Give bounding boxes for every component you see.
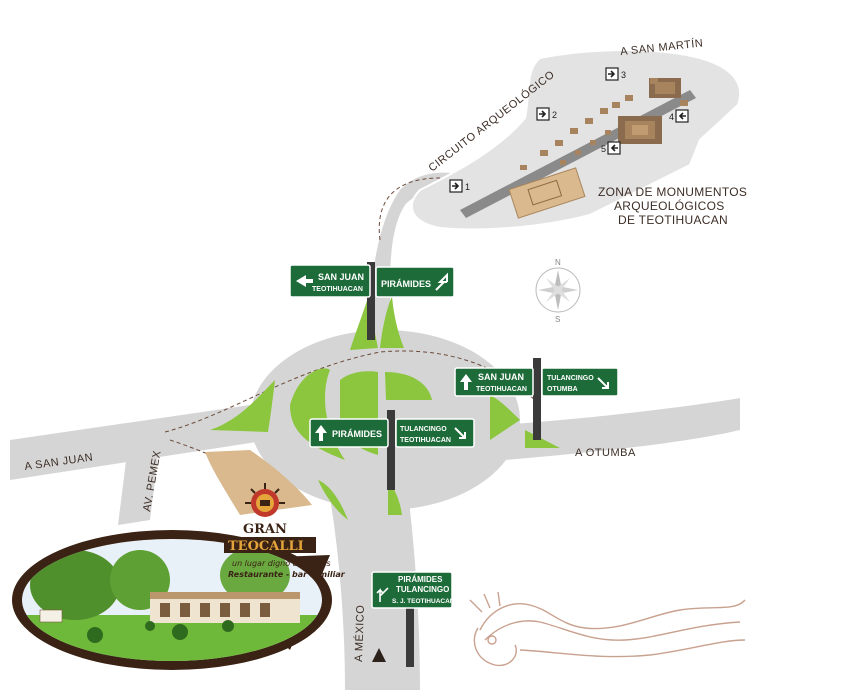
arrow-fork-icon bbox=[376, 587, 389, 602]
island-left bbox=[210, 380, 275, 432]
island-bottom-left bbox=[318, 480, 348, 520]
sign-bottom-panel bbox=[371, 571, 453, 609]
compass-south: S bbox=[555, 315, 560, 324]
road-av-pemex bbox=[118, 440, 160, 525]
sign-top-right-panel bbox=[375, 266, 455, 298]
island-right bbox=[490, 395, 520, 440]
entrance-2[interactable]: 2 bbox=[536, 107, 557, 121]
serpent-decoration bbox=[469, 591, 746, 667]
pyramid-sun bbox=[618, 116, 662, 144]
entrance-5[interactable]: 5 bbox=[601, 141, 621, 155]
arrow-to-mexico bbox=[372, 648, 386, 662]
label-zone-1: ZONA DE MONUMENTOS bbox=[598, 185, 747, 199]
sign-center: PIRÁMIDES TULANCINGO TEOTIHUACAN bbox=[309, 410, 475, 490]
sign-right-left-line2: TEOTIHUACAN bbox=[476, 386, 527, 393]
sign-center-right-line1: TULANCINGO bbox=[400, 426, 447, 433]
entrance-1[interactable]: 1 bbox=[449, 179, 470, 193]
ciudadela-inner bbox=[527, 179, 563, 206]
sign-right-left-panel bbox=[454, 367, 534, 397]
sign-center-right-line2: TEOTIHUACAN bbox=[400, 437, 451, 444]
sign-bottom-line1: PIRÁMIDES bbox=[398, 575, 443, 584]
sign-right-pole bbox=[533, 358, 541, 440]
sign-center-pole bbox=[387, 410, 395, 490]
sign-center-left-panel bbox=[309, 418, 389, 448]
svg-text:1: 1 bbox=[465, 182, 470, 192]
restaurant-logo: GRAN TEOCALLI un lugar digno de dioses R… bbox=[224, 483, 346, 579]
road-a-san-juan bbox=[10, 405, 270, 480]
svg-text:5: 5 bbox=[601, 144, 606, 154]
label-a-otumba: A OTUMBA bbox=[575, 447, 636, 459]
small-structures bbox=[520, 78, 688, 170]
restaurant-name-line2: TEOCALLI bbox=[228, 539, 304, 554]
sign-right-right-line1: TULANCINGO bbox=[547, 375, 594, 382]
topiary-4 bbox=[145, 621, 155, 631]
arrow-up-icon-2 bbox=[315, 425, 327, 441]
restaurant-inset bbox=[12, 530, 332, 670]
island-center-right bbox=[385, 372, 432, 400]
tree-left bbox=[30, 550, 120, 620]
arrow-left-icon bbox=[296, 275, 313, 287]
topiary-1 bbox=[87, 627, 103, 643]
road-to-pyramids bbox=[365, 172, 482, 355]
arrow-down-right-icon bbox=[597, 377, 609, 389]
island-top-right bbox=[380, 296, 404, 348]
sign-right: SAN JUAN TEOTIHUACAN TULANCINGO OTUMBA bbox=[454, 358, 619, 440]
sign-top-right-text: PIRÁMIDES bbox=[381, 279, 431, 289]
ciudadela bbox=[508, 167, 586, 219]
sign-bottom-line2: TULANCINGO bbox=[396, 585, 449, 594]
arrow-up-icon bbox=[460, 374, 472, 390]
sun-mask-icon bbox=[245, 483, 285, 517]
sign-top: SAN JUAN TEOTIHUACAN PIRÁMIDES bbox=[289, 262, 455, 340]
compass-rose: N S bbox=[535, 258, 581, 324]
restaurant-name-line1: GRAN bbox=[243, 522, 287, 537]
sign-right-right-line2: OTUMBA bbox=[547, 386, 578, 393]
sign-bottom-line3: S. J. TEOTIHUACAN bbox=[392, 598, 455, 605]
entrance-4[interactable]: 4 bbox=[669, 109, 689, 123]
sign-right-right-panel bbox=[541, 367, 619, 397]
sign-right-left-line1: SAN JUAN bbox=[478, 372, 524, 382]
topiary-3 bbox=[222, 620, 234, 632]
svg-text:4: 4 bbox=[669, 112, 674, 122]
arrow-up-right-icon bbox=[435, 272, 448, 291]
svg-text:3: 3 bbox=[621, 70, 626, 80]
sign-center-left-text: PIRÁMIDES bbox=[332, 429, 382, 439]
compass-north: N bbox=[555, 258, 561, 267]
sign-bottom-pole bbox=[406, 605, 414, 667]
road-a-otumba bbox=[500, 398, 740, 460]
entrance-markers: 1 2 3 4 5 bbox=[449, 67, 689, 193]
sign-top-pole bbox=[367, 262, 375, 340]
topiary-2 bbox=[172, 624, 188, 640]
restaurant-subtitle: Restaurante - bar familiar bbox=[228, 570, 346, 579]
sign-top-left-line1: SAN JUAN bbox=[318, 272, 364, 282]
sign-center-right-panel bbox=[395, 418, 475, 448]
restaurant-tagline: un lugar digno de dioses bbox=[232, 559, 331, 568]
tree-right bbox=[220, 547, 290, 603]
archaeological-zone bbox=[410, 49, 742, 231]
label-zone-3: DE TEOTIHUACAN bbox=[618, 213, 728, 227]
restaurant-lot bbox=[205, 450, 312, 515]
sign-bottom: PIRÁMIDES TULANCINGO S. J. TEOTIHUACAN bbox=[371, 571, 455, 667]
sign-top-left-panel bbox=[289, 264, 371, 298]
sign-top-left-line2: TEOTIHUACAN bbox=[312, 286, 363, 293]
arrow-down-right-icon-2 bbox=[454, 427, 466, 439]
entrance-3[interactable]: 3 bbox=[605, 67, 626, 81]
svg-text:2: 2 bbox=[552, 110, 557, 120]
label-zone-2: ARQUEOLÓGICOS bbox=[614, 198, 725, 213]
label-a-mexico: A MÉXICO bbox=[352, 604, 367, 662]
